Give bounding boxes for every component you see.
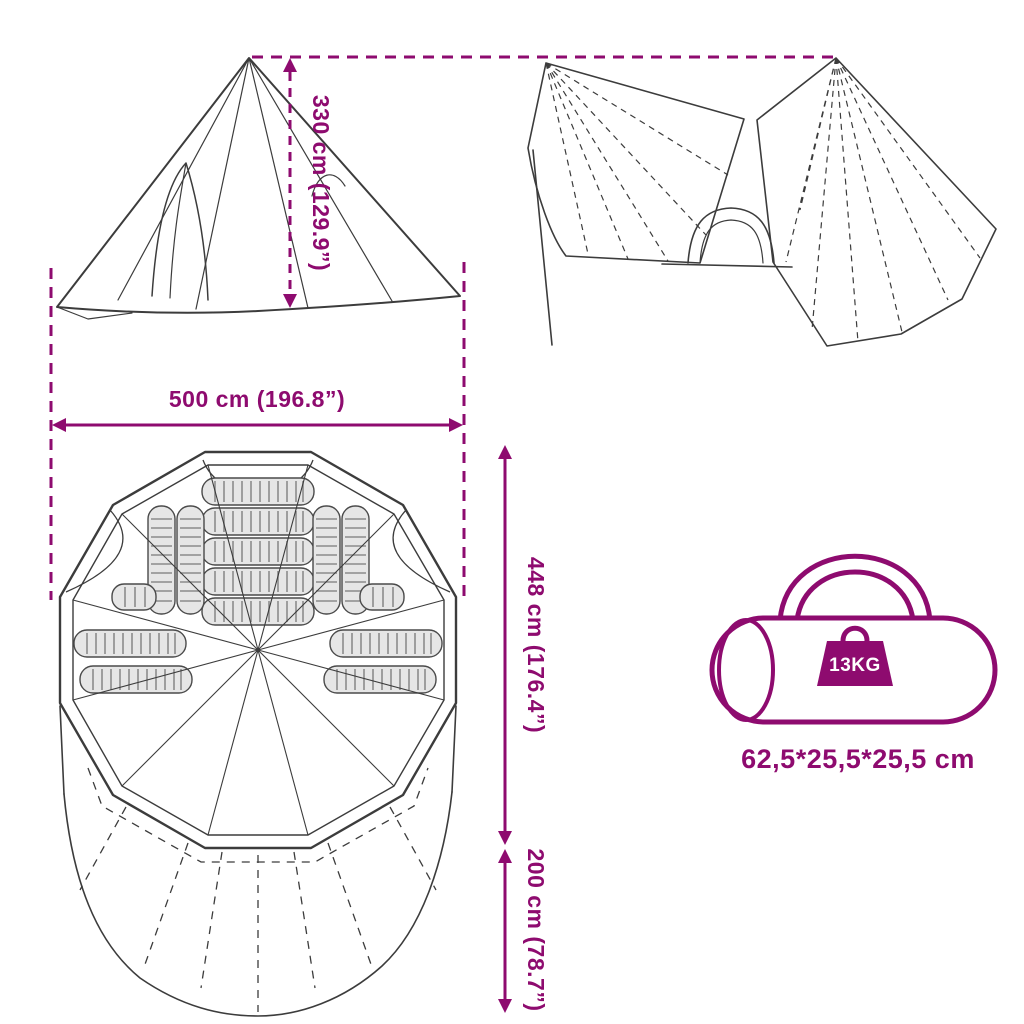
tent-height-label: 330 cm (129.9”) xyxy=(308,95,334,271)
porch-dimension: 200 cm (78.7”) xyxy=(498,849,549,1013)
carry-bag-icon: 13KG 62,5*25,5*25,5 cm xyxy=(709,553,998,774)
width-dimension: 500 cm (196.8”) xyxy=(52,386,463,432)
porch-extension-drawing xyxy=(59,705,457,1017)
bag-weight-label: 13KG xyxy=(829,655,881,676)
floor-plan-drawing xyxy=(58,450,458,1017)
tent-width-label: 500 cm (196.8”) xyxy=(169,386,345,412)
height-dimension: 330 cm (129.9”) xyxy=(283,58,334,308)
porch-depth-label: 200 cm (78.7”) xyxy=(523,849,549,1012)
tent-depth-label: 448 cm (176.4”) xyxy=(523,557,549,733)
bag-size-label: 62,5*25,5*25,5 cm xyxy=(741,744,975,774)
projection-lines xyxy=(49,55,836,600)
weight-icon: 13KG xyxy=(817,625,893,686)
depth-dimension: 448 cm (176.4”) xyxy=(498,445,549,845)
tent-side-view-drawing xyxy=(56,57,461,320)
tent-folded-view-drawing xyxy=(527,57,997,347)
